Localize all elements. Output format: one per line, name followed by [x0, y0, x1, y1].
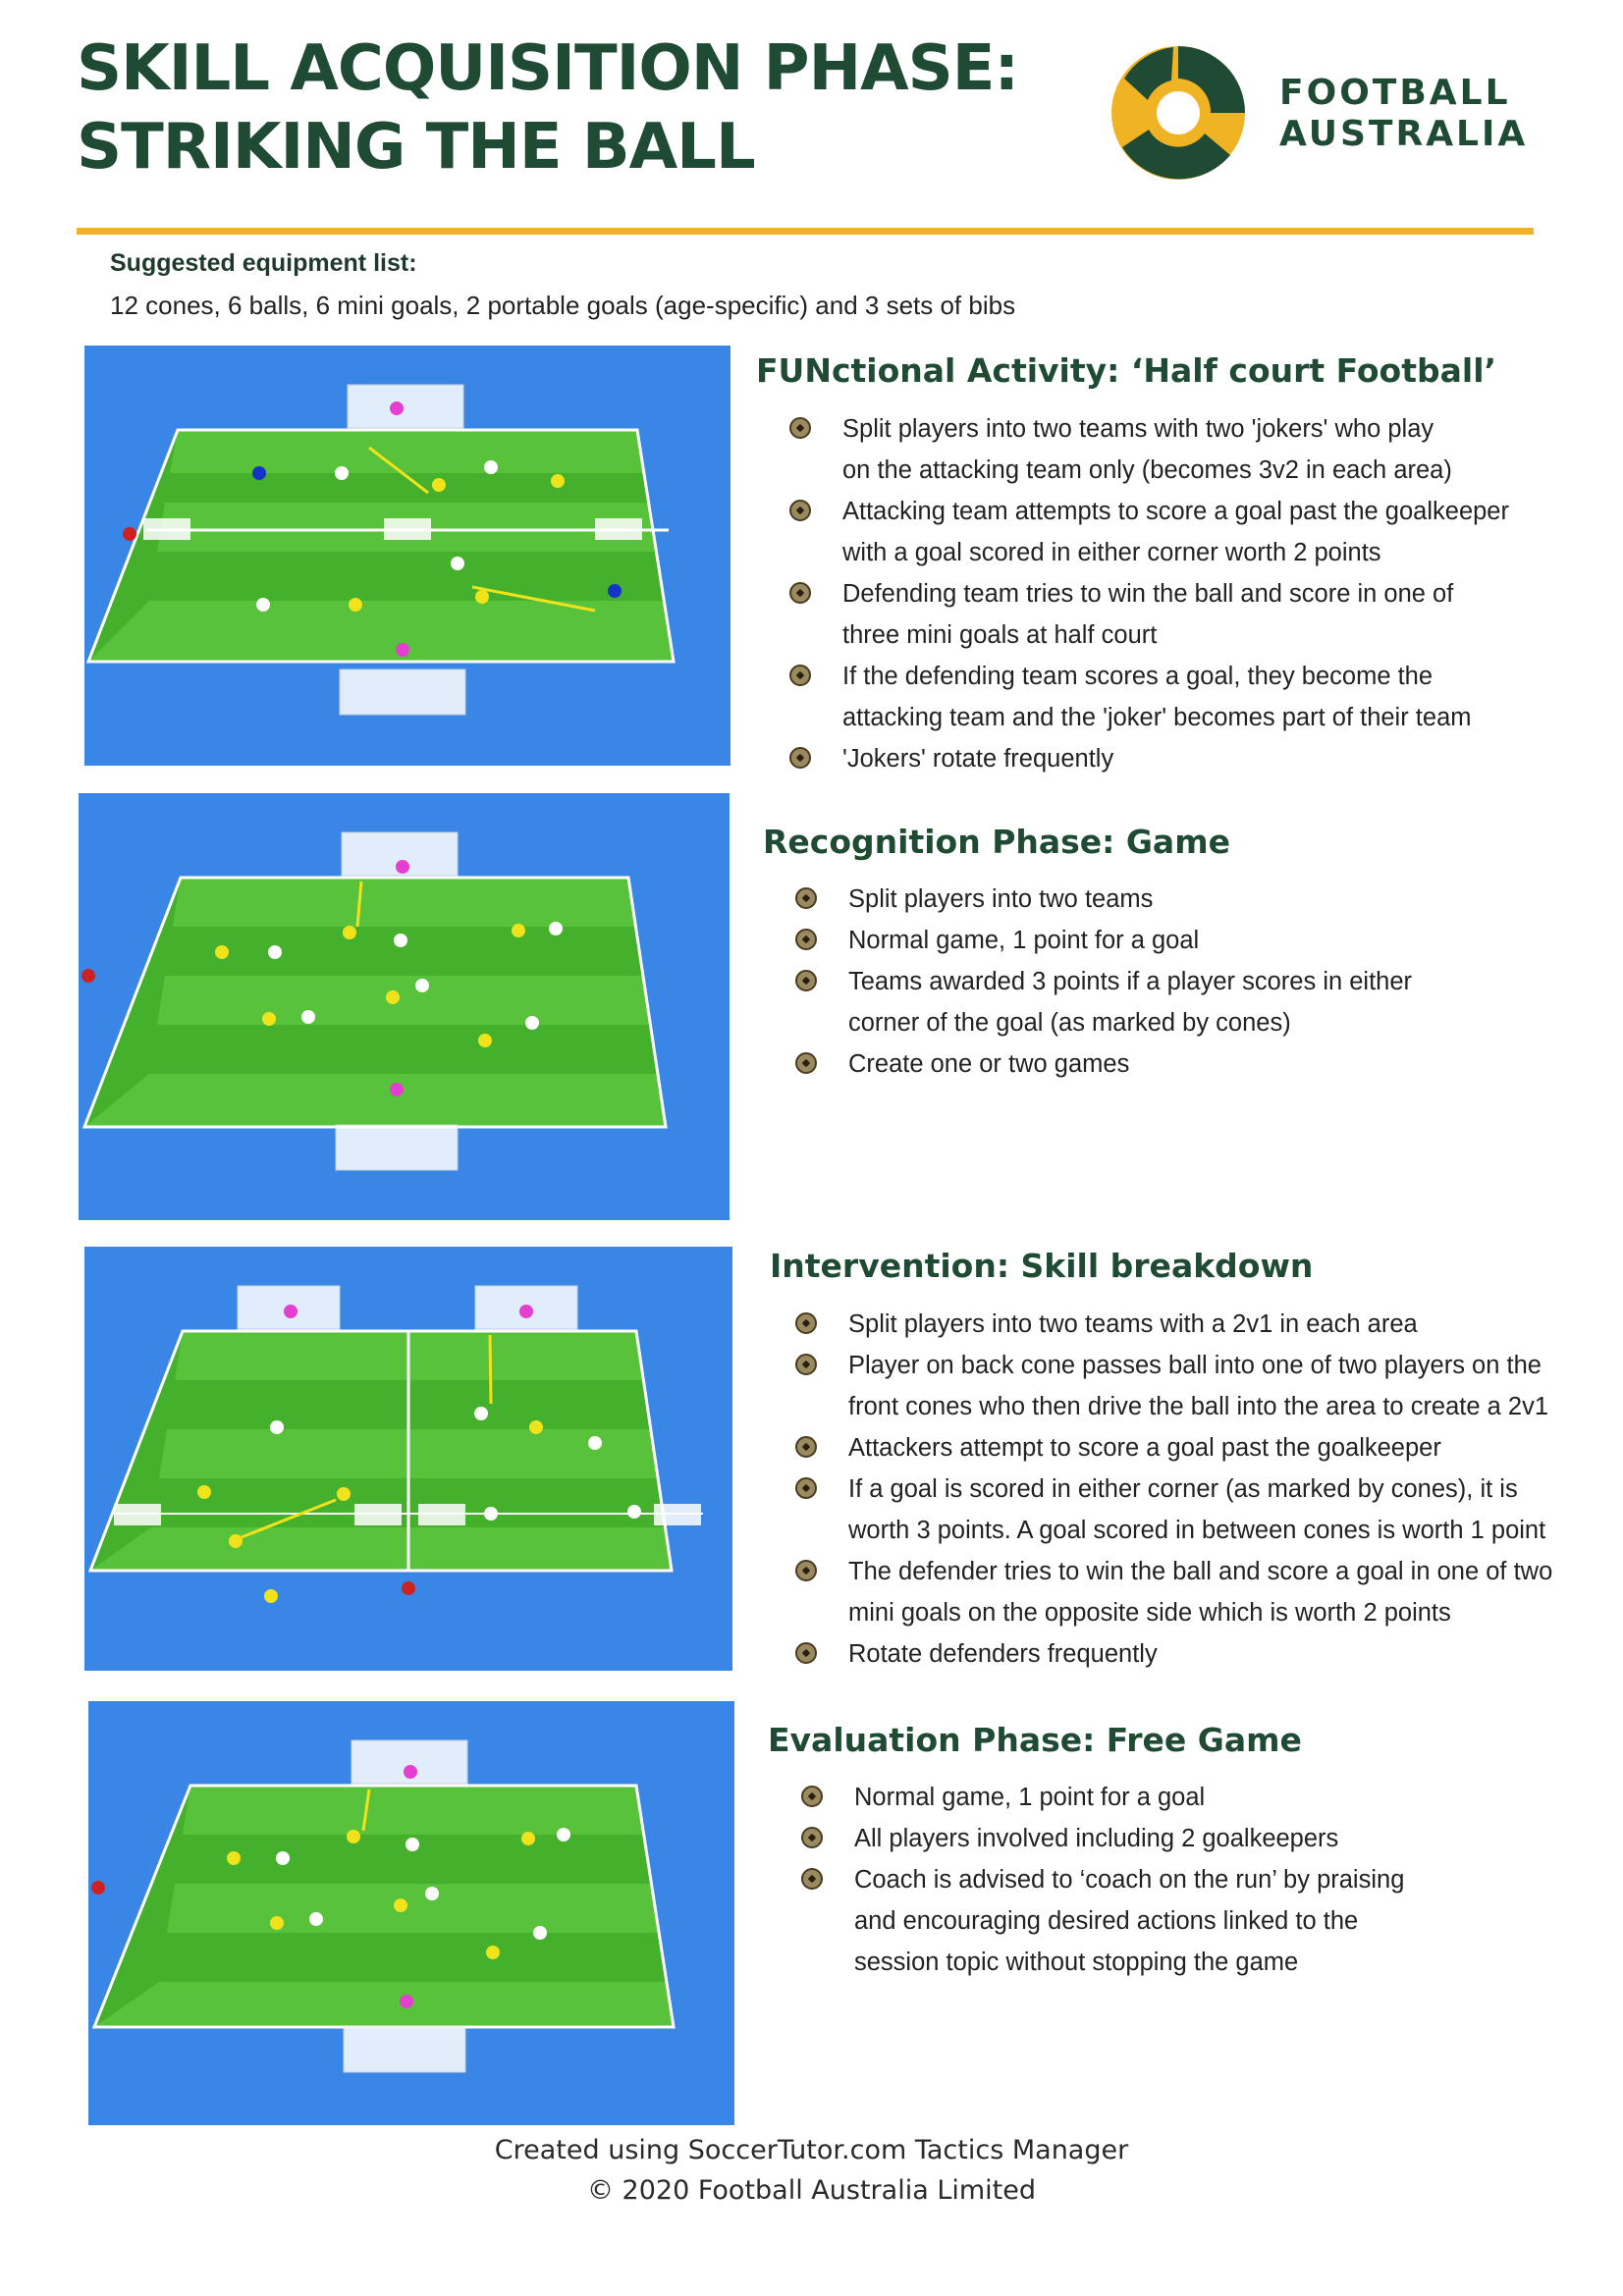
soccer-ball-bullet-icon	[789, 582, 811, 604]
list-item: If a goal is scored in either corner (as…	[791, 1468, 1552, 1510]
section-list-evaluation: Normal game, 1 point for a goal All play…	[797, 1777, 1404, 1983]
list-item: front cones who then drive the ball into…	[848, 1393, 1549, 1420]
page-title: SKILL ACQUISITION PHASE: STRIKING THE BA…	[77, 29, 1019, 187]
soccer-ball-bullet-icon	[795, 929, 817, 950]
section-title-recognition: Recognition Phase: Game	[763, 823, 1230, 861]
list-item: on the attacking team only (becomes 3v2 …	[842, 456, 1452, 484]
pitch-diagram-2-graphic	[79, 793, 730, 1220]
soccer-ball-bullet-icon	[795, 1354, 817, 1375]
list-item: corner of the goal (as marked by cones)	[848, 1009, 1291, 1037]
list-item: Split players into two teams	[791, 879, 1412, 920]
logo-line2: AUSTRALIA	[1279, 114, 1529, 154]
logo-line1: FOOTBALL	[1279, 73, 1511, 113]
section-list-intervention: Split players into two teams with a 2v1 …	[791, 1304, 1552, 1675]
section-title-functional: FUNctional Activity: ‘Half court Footbal…	[756, 351, 1497, 390]
list-item: All players involved including 2 goalkee…	[797, 1818, 1404, 1859]
pitch-diagram-intervention	[84, 1247, 732, 1671]
soccer-ball-bullet-icon	[795, 1642, 817, 1664]
list-item: Create one or two games	[791, 1043, 1412, 1085]
list-item: three mini goals at half court	[842, 621, 1158, 649]
logo-wordmark: FOOTBALL AUSTRALIA	[1279, 73, 1528, 155]
list-item: mini goals on the opposite side which is…	[848, 1599, 1451, 1627]
list-item: attacking team and the 'joker' becomes p…	[842, 704, 1472, 731]
list-item: Player on back cone passes ball into one…	[791, 1345, 1552, 1386]
soccer-ball-bullet-icon	[789, 417, 811, 439]
section-list-recognition: Split players into two teams Normal game…	[791, 879, 1412, 1085]
list-item: Defending team tries to win the ball and…	[785, 573, 1509, 614]
pitch-diagram-4-graphic	[88, 1701, 734, 2125]
soccer-ball-bullet-icon	[789, 747, 811, 769]
pitch-diagram-recognition	[79, 793, 730, 1220]
soccer-ball-bullet-icon	[801, 1827, 823, 1848]
pitch-diagram-evaluation	[88, 1701, 734, 2125]
list-item: Coach is advised to ‘coach on the run’ b…	[797, 1859, 1404, 1900]
soccer-ball-bullet-icon	[795, 970, 817, 991]
list-item: and encouraging desired actions linked t…	[854, 1907, 1359, 1935]
list-item: session topic without stopping the game	[854, 1949, 1299, 1976]
footer-copyright: © 2020 Football Australia Limited	[586, 2175, 1037, 2206]
soccer-ball-bullet-icon	[789, 500, 811, 521]
soccer-ball-bullet-icon	[795, 887, 817, 909]
page-title-line1: SKILL ACQUISITION PHASE:	[77, 32, 1019, 105]
section-title-intervention: Intervention: Skill breakdown	[770, 1247, 1314, 1285]
list-item: Rotate defenders frequently	[791, 1633, 1552, 1675]
pitch-diagram-1-graphic	[84, 346, 730, 766]
footer-credit: Created using SoccerTutor.com Tactics Ma…	[494, 2135, 1129, 2165]
soccer-ball-bullet-icon	[795, 1312, 817, 1334]
soccer-ball-bullet-icon	[801, 1868, 823, 1890]
soccer-ball-bullet-icon	[795, 1560, 817, 1581]
equipment-label: Suggested equipment list:	[110, 249, 417, 277]
page-title-line2: STRIKING THE BALL	[77, 111, 756, 184]
list-item: with a goal scored in either corner wort…	[842, 539, 1381, 566]
page-footer: Created using SoccerTutor.com Tactics Ma…	[0, 2130, 1623, 2211]
list-item: The defender tries to win the ball and s…	[791, 1551, 1552, 1592]
list-item: worth 3 points. A goal scored in between…	[848, 1517, 1546, 1544]
pitch-diagram-functional	[84, 346, 730, 766]
soccer-ball-bullet-icon	[789, 665, 811, 686]
list-item: Normal game, 1 point for a goal	[797, 1777, 1404, 1818]
soccer-ball-bullet-icon	[795, 1477, 817, 1499]
soccer-ball-bullet-icon	[795, 1052, 817, 1074]
equipment-list: 12 cones, 6 balls, 6 mini goals, 2 porta…	[110, 291, 1016, 320]
pitch-diagram-3-graphic	[84, 1247, 732, 1671]
list-item: Teams awarded 3 points if a player score…	[791, 961, 1412, 1002]
list-item: If the defending team scores a goal, the…	[785, 656, 1509, 697]
list-item: Split players into two teams with two 'j…	[785, 408, 1509, 450]
header-divider	[77, 228, 1534, 235]
soccer-ball-bullet-icon	[801, 1786, 823, 1807]
section-list-functional: Split players into two teams with two 'j…	[785, 408, 1509, 779]
list-item: Normal game, 1 point for a goal	[791, 920, 1412, 961]
list-item: Split players into two teams with a 2v1 …	[791, 1304, 1552, 1345]
list-item: 'Jokers' rotate frequently	[785, 738, 1509, 779]
logo-emblem-icon	[1111, 46, 1245, 180]
section-title-evaluation: Evaluation Phase: Free Game	[768, 1721, 1302, 1759]
football-australia-logo: FOOTBALL AUSTRALIA	[1105, 39, 1525, 187]
list-item: Attackers attempt to score a goal past t…	[791, 1427, 1552, 1468]
soccer-ball-bullet-icon	[795, 1436, 817, 1458]
list-item: Attacking team attempts to score a goal …	[785, 491, 1509, 532]
